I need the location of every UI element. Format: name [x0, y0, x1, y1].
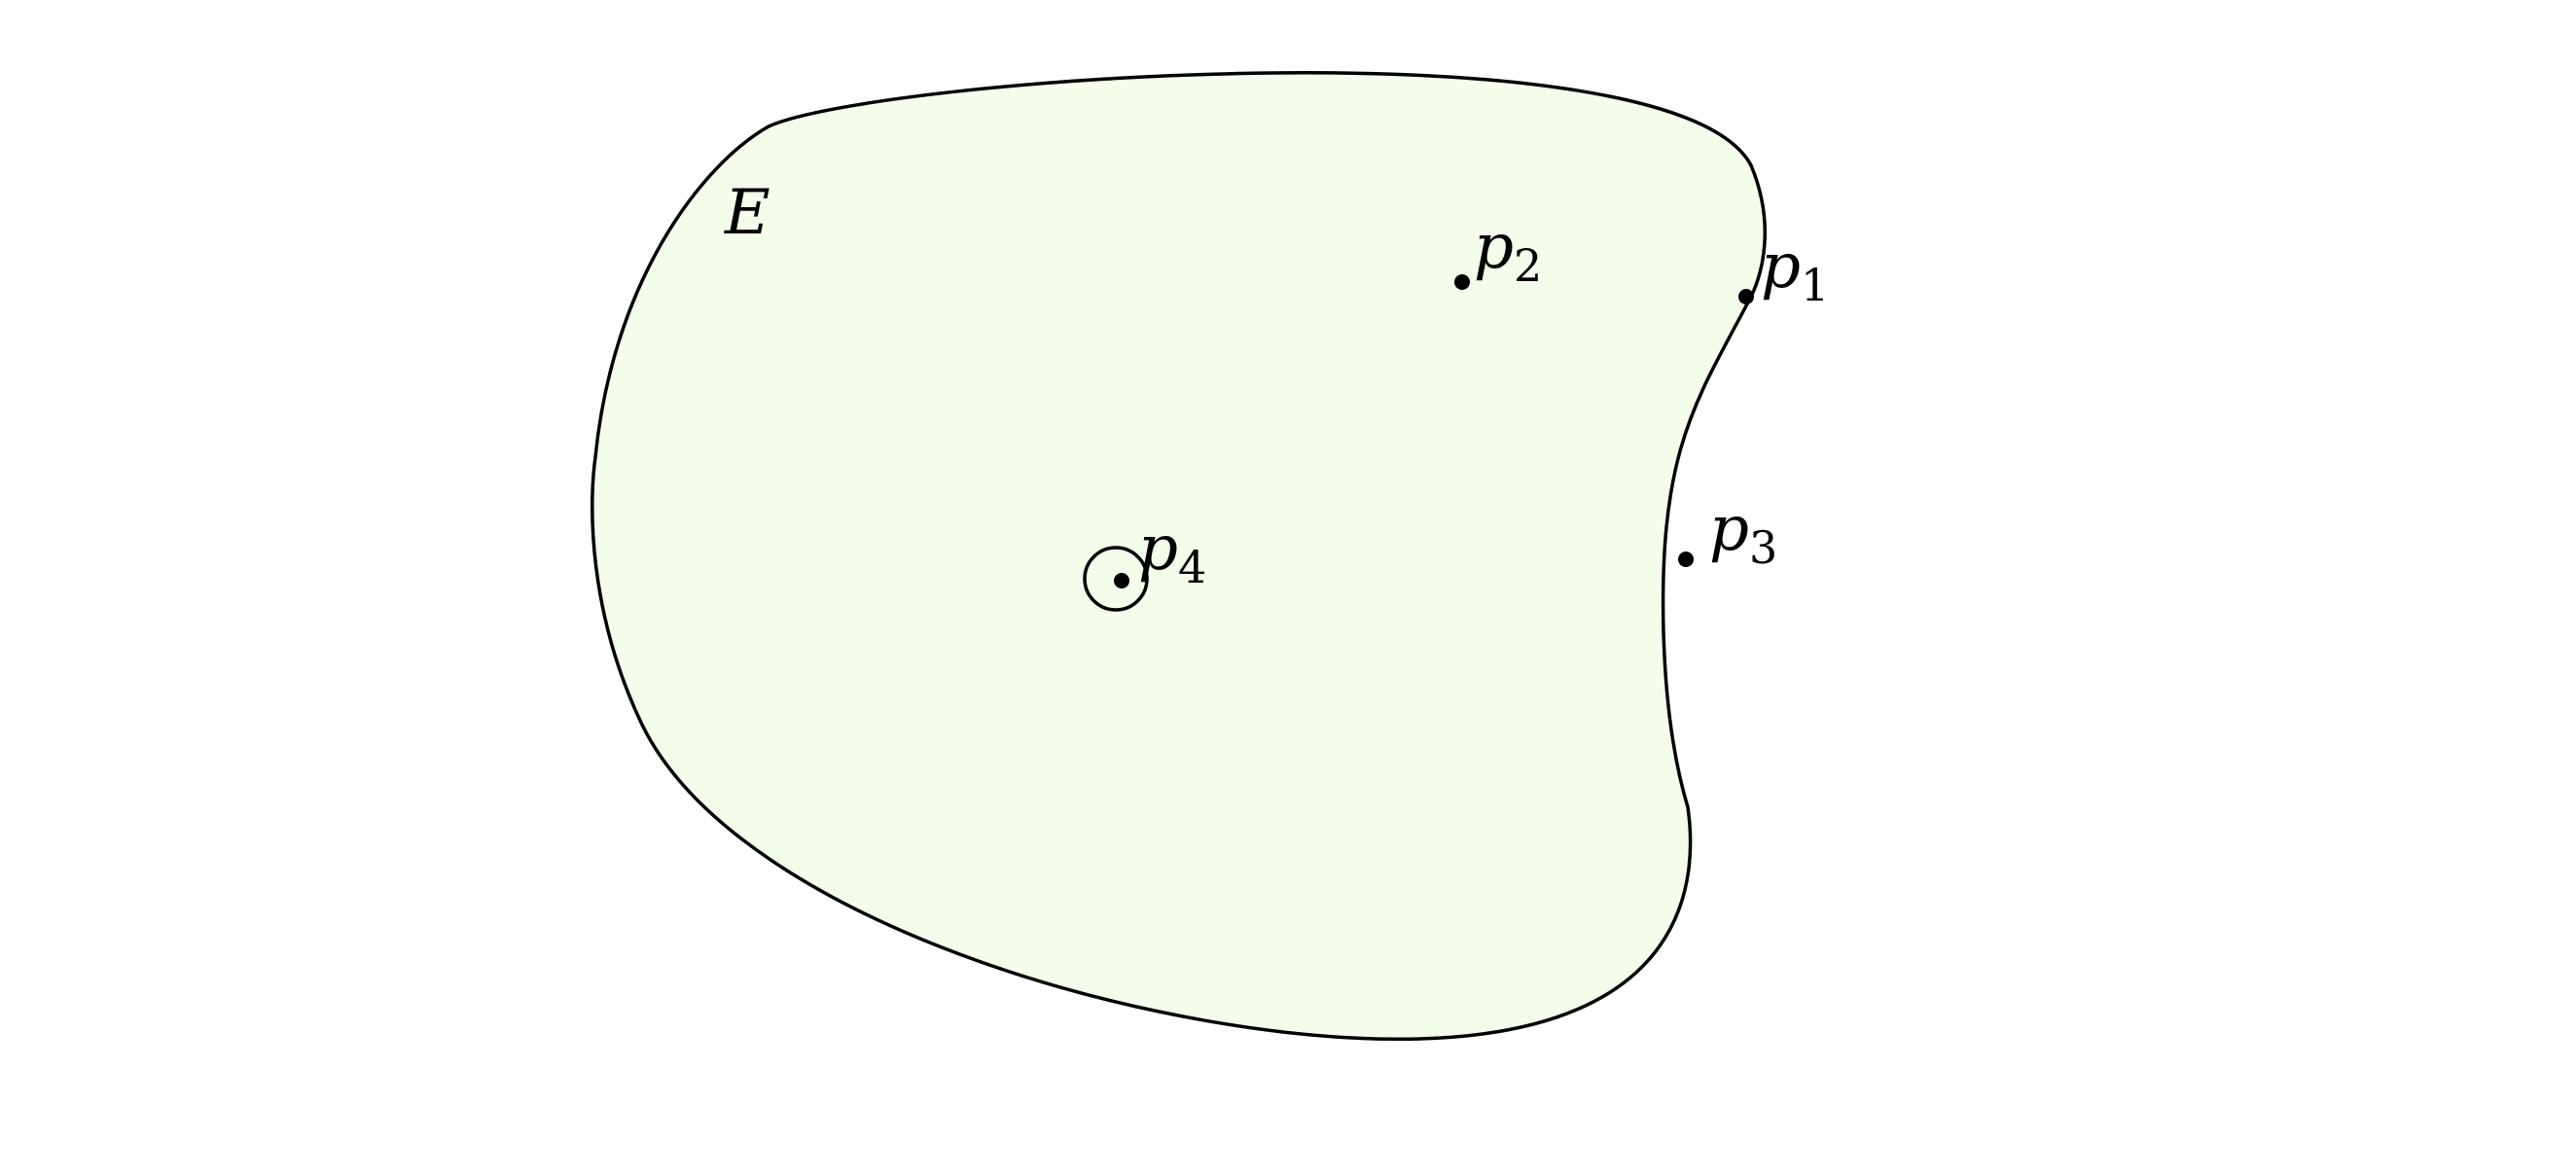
point-p4: p4	[1083, 513, 1206, 612]
point-p2-dot	[1454, 274, 1470, 290]
point-p2: p2	[1454, 211, 1542, 292]
point-p4-neighborhood	[1083, 546, 1149, 612]
point-p3: p3	[1678, 493, 1777, 574]
region-e-label: E	[724, 177, 770, 249]
point-p1: p1	[1738, 231, 1829, 311]
point-p3-label: p3	[1709, 493, 1777, 574]
point-p1-label: p1	[1761, 231, 1829, 311]
point-p2-label: p2	[1474, 211, 1542, 292]
region-e-boundary	[590, 71, 1767, 1042]
point-p4-label: p4	[1138, 513, 1206, 593]
point-p4-dot	[1114, 573, 1129, 588]
point-p1-dot	[1738, 289, 1754, 304]
point-p3-dot	[1678, 552, 1694, 567]
